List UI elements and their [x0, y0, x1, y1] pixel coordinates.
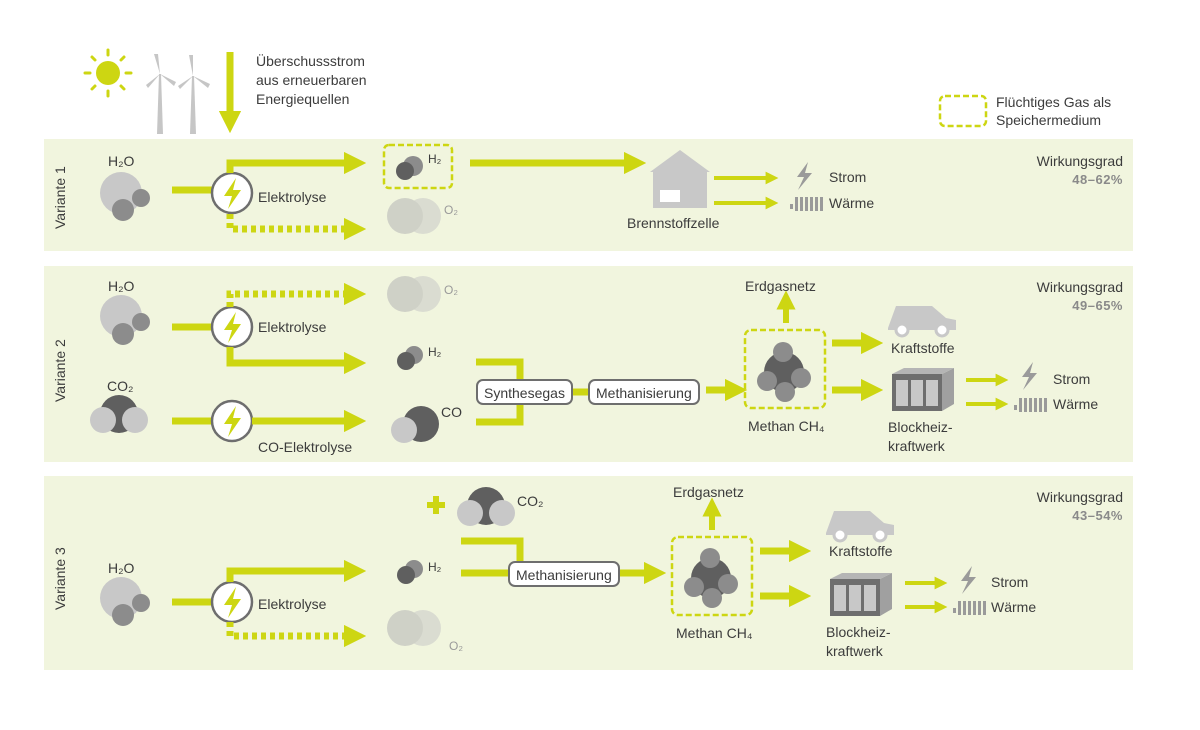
h2o-molecule-icon-3 [100, 577, 150, 626]
chp-plant-icon [892, 368, 954, 411]
fuels-label: Kraftstoffe [891, 340, 955, 356]
electrolysis-icon-2 [210, 305, 254, 349]
radiator-icon-3 [953, 601, 986, 615]
co2-molecule-icon-3 [457, 487, 515, 526]
variant-3-label: Variante 3 [52, 547, 68, 610]
methane-dashed-box [743, 328, 827, 410]
electrolysis-icon [210, 171, 254, 215]
variant-1-label: Variante 1 [52, 166, 68, 229]
syngas-box: Synthesegas [476, 379, 573, 405]
o2-molecule-icon-3 [387, 610, 441, 646]
electrolysis-icon-3 [210, 580, 254, 624]
efficiency-title-2: Wirkungsgrad [1036, 279, 1123, 295]
methane-dashed-box-3 [670, 535, 754, 617]
fuels-label-3: Kraftstoffe [829, 543, 893, 559]
lightning-icon-3 [961, 566, 976, 594]
o2-molecule-icon [387, 198, 441, 234]
heat-label: Wärme [829, 195, 875, 211]
co-label: CO [441, 404, 462, 420]
fuel-cell-label: Brennstoffzelle [627, 215, 720, 231]
methanation-box-3: Methanisierung [508, 561, 620, 587]
wind-turbine-icon [146, 54, 210, 134]
efficiency-value-1: 48–62% [1072, 172, 1123, 187]
electrolysis-label-2: Elektrolyse [258, 319, 327, 335]
radiator-icon-2 [1014, 398, 1047, 412]
lightning-icon [797, 162, 812, 190]
h2o-label: H₂O [108, 153, 135, 169]
co2-molecule-icon [90, 395, 148, 433]
o2-label: O₂ [444, 203, 458, 217]
h2-label-2: H₂ [428, 345, 442, 359]
legend-dashed-box-icon [938, 94, 988, 128]
o2-label-3: O₂ [449, 639, 463, 653]
gas-grid-label: Erdgasnetz [745, 278, 816, 294]
methane-molecule-icon-3 [684, 548, 738, 608]
h2o-label-3: H₂O [108, 560, 135, 576]
h2-label-3: H₂ [428, 560, 442, 574]
chp-plant-icon-3 [830, 573, 892, 616]
heat-label-3: Wärme [991, 599, 1037, 615]
electrolysis-label: Elektrolyse [258, 189, 327, 205]
co2-label-3: CO₂ [517, 493, 544, 509]
electrolysis-label-3: Elektrolyse [258, 596, 327, 612]
methane-molecule-icon [757, 342, 811, 402]
radiator-icon [790, 197, 823, 211]
source-label: Überschussstrom aus erneuerbaren Energie… [256, 53, 367, 107]
efficiency-title-1: Wirkungsgrad [1036, 153, 1123, 169]
methane-label: Methan CH₄ [748, 418, 825, 434]
h2-molecule-icon-2 [397, 346, 423, 370]
h2-molecule-icon [396, 156, 423, 180]
lightning-icon-2 [1022, 362, 1037, 390]
power-label-3: Strom [991, 574, 1029, 590]
h2o-molecule-icon [100, 172, 150, 221]
chp-label: Blockheiz- kraftwerk [888, 419, 953, 454]
methanation-box: Methanisierung [588, 379, 700, 405]
legend-label: Flüchtiges Gas als Speichermedium [996, 94, 1112, 128]
variant-2-label: Variante 2 [52, 339, 68, 402]
co2-label: CO₂ [107, 378, 134, 394]
co-molecule-icon [391, 406, 439, 443]
plus-icon [427, 496, 445, 514]
chp-label-3: Blockheiz- kraftwerk [826, 624, 891, 659]
gas-grid-label-3: Erdgasnetz [673, 484, 744, 500]
efficiency-value-3: 43–54% [1072, 508, 1123, 523]
h2-dashed-box [382, 143, 454, 190]
efficiency-title-3: Wirkungsgrad [1036, 489, 1123, 505]
methane-label-3: Methan CH₄ [676, 625, 753, 641]
heat-label-2: Wärme [1053, 396, 1099, 412]
sun-icon [83, 48, 133, 98]
efficiency-value-2: 49–65% [1072, 298, 1123, 313]
co-electrolysis-icon [210, 399, 254, 443]
h2-molecule-icon-3 [397, 560, 423, 584]
fuel-cell-house-icon [650, 150, 710, 208]
h2-label: H₂ [428, 152, 442, 166]
o2-label-2: O₂ [444, 283, 458, 297]
power-label: Strom [829, 169, 867, 185]
car-icon-3 [826, 511, 894, 543]
h2o-molecule-icon-2 [100, 295, 150, 345]
power-label-2: Strom [1053, 371, 1091, 387]
car-icon [888, 306, 956, 338]
o2-molecule-icon-2 [387, 276, 441, 312]
co-electrolysis-label: CO-Elektrolyse [258, 439, 353, 455]
h2o-label-2: H₂O [108, 278, 135, 294]
